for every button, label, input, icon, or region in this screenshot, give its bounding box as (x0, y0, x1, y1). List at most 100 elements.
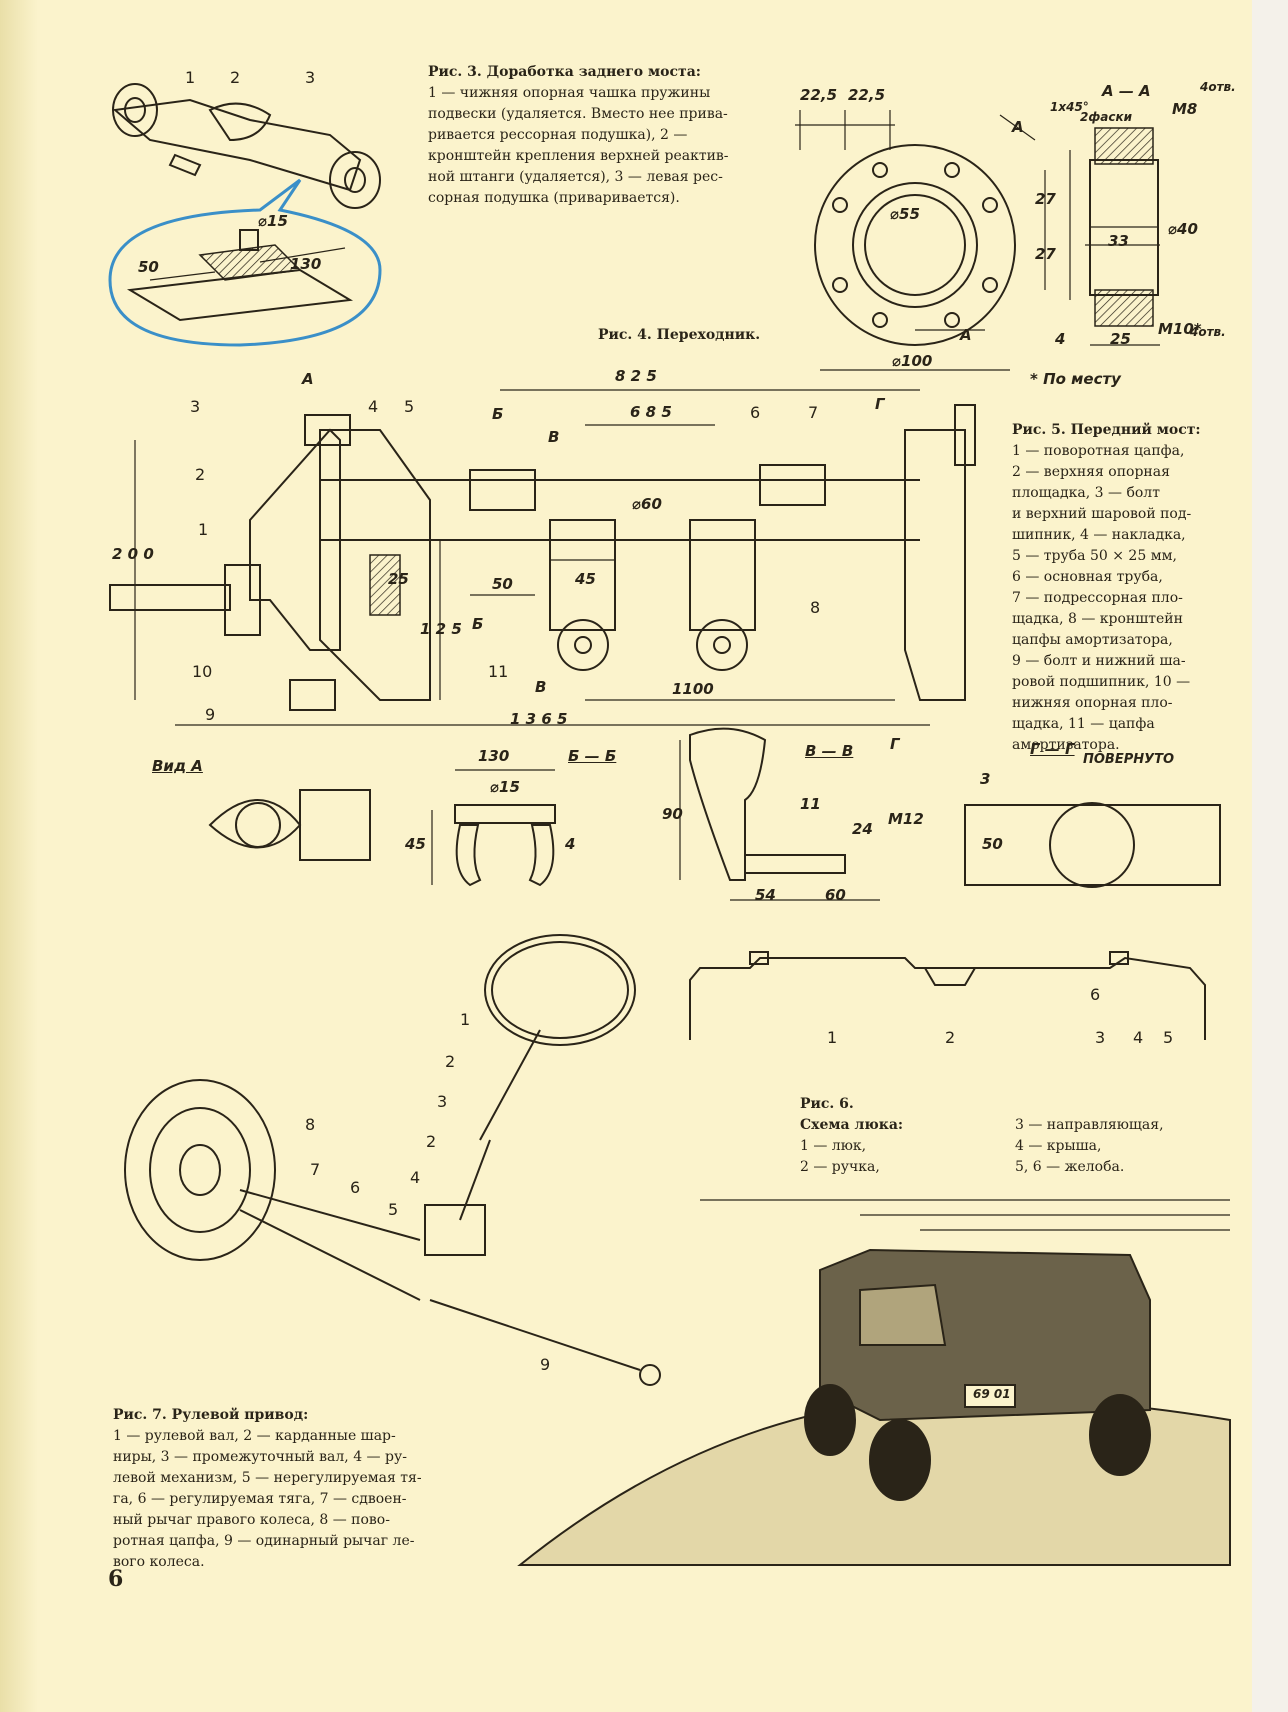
fig5-mark-v: В (548, 428, 560, 446)
fig4-dim-33: 33 (1108, 232, 1129, 250)
fig6-subtitle: Схема люка: (800, 1117, 904, 1133)
front-axle-views (208, 727, 1221, 901)
view-vv-11: 11 (800, 795, 821, 813)
view-bb-4: 4 (565, 835, 576, 853)
fig5-dim-825: 8 2 5 (615, 367, 657, 385)
view-gg-3: 3 (980, 770, 991, 788)
fig6-label-5: 5 (1163, 1028, 1174, 1047)
hatch-scheme-drawing (689, 951, 1206, 1040)
vehicle-illustration (517, 1199, 1231, 1566)
fig4-dim-m10: М10* (1158, 320, 1202, 338)
fig5-label-5: 5 (404, 397, 415, 416)
fig6-label-2: 2 (945, 1028, 956, 1047)
fig5-line: 7 — подрессорная пло- (1012, 590, 1183, 606)
fig5-mark-g2: Г (890, 735, 900, 753)
fig5-dim-50: 50 (492, 575, 513, 593)
fig4-dim-4: 4 (1055, 330, 1066, 348)
fig3-label-2: 2 (230, 68, 241, 87)
fig3-line: 1 — чижняя опорная чашка пружины (428, 85, 711, 101)
fig4-dim-d40: ⌀40 (1168, 220, 1198, 238)
fig6-label-1: 1 (827, 1028, 838, 1047)
view-bb-130: 130 (478, 747, 510, 765)
fig4-mark-a2: А (960, 326, 972, 344)
fig5-dim-125: 1 2 5 (420, 620, 462, 638)
fig5-label-4: 4 (368, 397, 379, 416)
fig6-line: 3 — направляющая, (1015, 1117, 1164, 1133)
view-vv-24: 24 (852, 820, 873, 838)
fig5-label-8: 8 (810, 598, 821, 617)
fig4-dim-a: 22,5 (800, 86, 838, 104)
view-vv-54: 54 (755, 886, 776, 904)
fig7-label-5: 5 (388, 1200, 399, 1219)
fig4-section: А — А (1102, 82, 1151, 100)
fig5-line: и верхний шаровой под- (1012, 506, 1192, 522)
fig7-line: вого колеса. (113, 1554, 205, 1570)
rear-axle-drawing (112, 83, 381, 209)
fig5-line: ровой подшипник, 10 — (1012, 674, 1191, 690)
fig5-line: нижняя опорная пло- (1012, 695, 1173, 711)
rear-axle-detail-bubble (108, 178, 382, 347)
fig7-line: ниры, 3 — промежуточный вал, 4 — ру- (113, 1449, 407, 1465)
view-gg-label: Г — Г (1030, 740, 1075, 758)
fig5-dim-d60: ⌀60 (632, 495, 662, 513)
view-vv-90: 90 (662, 805, 683, 823)
fig5-label-10: 10 (192, 662, 213, 681)
fig4-mark-a: А (1012, 118, 1024, 136)
fig3-dim-130: 130 (290, 255, 322, 273)
fig5-line: 2 — верхняя опорная (1012, 464, 1170, 480)
fig3-label-3: 3 (305, 68, 316, 87)
fig5-line: шипник, 4 — накладка, (1012, 527, 1186, 543)
view-bb-45: 45 (405, 835, 426, 853)
fig4-dim-d100: ⌀100 (892, 352, 933, 370)
page-number: 6 (108, 1566, 124, 1592)
fig6-line: 2 — ручка, (800, 1159, 880, 1175)
fig7-label-7: 7 (310, 1160, 321, 1179)
fig3-title: Рис. 3. Доработка заднего моста: (428, 64, 701, 80)
fig4-chamfers: 2фаски (1080, 110, 1133, 124)
fig4-dim-m10-holes: 4отв. (1190, 325, 1226, 339)
fig5-title: Рис. 5. Передний мост: (1012, 422, 1201, 438)
fig4-dim-m8-holes: 4отв. (1200, 80, 1236, 94)
view-bb-label: Б — Б (568, 747, 617, 765)
fig6-title: Рис. 6. (800, 1096, 854, 1112)
fig5-dim-685: 6 8 5 (630, 403, 672, 421)
fig7-line: га, 6 — регулируемая тяга, 7 — сдвоен- (113, 1491, 407, 1507)
fig5-line: щадка, 8 — кронштейн (1012, 611, 1183, 627)
fig4-dim-b: 22,5 (848, 86, 886, 104)
fig7-label-6: 6 (350, 1178, 361, 1197)
fig3-dim-50: 50 (138, 258, 159, 276)
fig5-dim-1365: 1 3 6 5 (510, 710, 568, 728)
fig5-line: щадка, 11 — цапфа (1012, 716, 1155, 732)
fig7-caption: Рис. 7. Рулевой привод: 1 — рулевой вал,… (113, 1405, 463, 1573)
fig5-mark-g: Г (875, 395, 885, 413)
fig4-dim-m8: М8 (1172, 100, 1198, 118)
fig3-line: кронштейн крепления верхней реактив- (428, 148, 729, 164)
fig5-label-3: 3 (190, 397, 201, 416)
fig6-caption-col2: 3 — направляющая, 4 — крыша, 5, 6 — жело… (1015, 1115, 1225, 1178)
page-gutter (0, 0, 38, 1712)
fig5-mark-b: Б (492, 405, 504, 423)
fig7-label-9: 9 (540, 1355, 551, 1374)
page-edge (1252, 0, 1288, 1712)
view-gg-50: 50 (982, 835, 1003, 853)
fig5-line: 6 — основная труба, (1012, 569, 1163, 585)
fig5-line: 1 — поворотная цапфа, (1012, 443, 1185, 459)
adapter-drawing (795, 110, 1160, 371)
fig5-dim-45: 45 (575, 570, 596, 588)
fig7-label-4: 4 (410, 1168, 421, 1187)
fig6-line: 4 — крыша, (1015, 1138, 1102, 1154)
fig7-line: ротная цапфа, 9 — одинарный рычаг ле- (113, 1533, 415, 1549)
fig5-line: цапфы амортизатора, (1012, 632, 1173, 648)
fig5-dim-25: 25 (388, 570, 409, 588)
fig7-label-3: 3 (437, 1092, 448, 1111)
view-vv-60: 60 (825, 886, 846, 904)
fig7-line: 1 — рулевой вал, 2 — карданные шар- (113, 1428, 396, 1444)
fig4-dim-25: 25 (1110, 330, 1131, 348)
fig6-line: 1 — люк, (800, 1138, 867, 1154)
fig5-line: 5 — труба 50 × 25 мм, (1012, 548, 1177, 564)
fig6-label-3: 3 (1095, 1028, 1106, 1047)
view-vv-label: В — В (805, 742, 854, 760)
fig5-mark-b2: Б (472, 615, 484, 633)
fig5-label-9: 9 (205, 705, 216, 724)
